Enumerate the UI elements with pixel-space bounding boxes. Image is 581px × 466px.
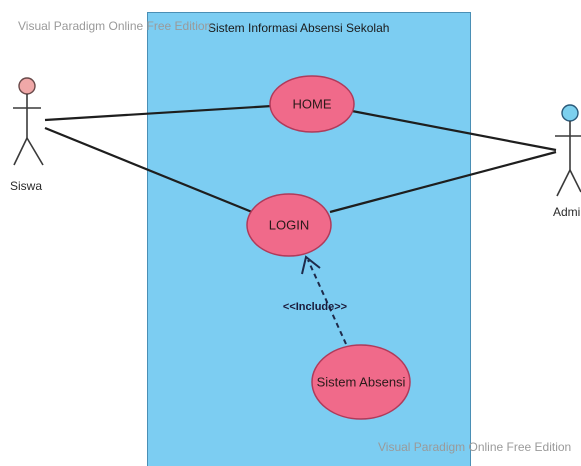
association-siswa-home — [44, 104, 273, 122]
use-case-home[interactable]: HOME — [269, 75, 355, 133]
watermark-bottom: Visual Paradigm Online Free Edition — [378, 440, 572, 454]
use-case-absensi-shape — [311, 344, 411, 420]
actor-siswa-label: Siswa — [10, 179, 43, 193]
actor-admin-leg-right — [569, 169, 581, 193]
actor-siswa[interactable] — [13, 77, 44, 166]
watermark-top: Visual Paradigm Online Free Edition — [18, 19, 212, 33]
actor-admin-label: Admi — [553, 205, 581, 219]
use-case-login-label: LOGIN — [269, 217, 309, 232]
use-case-absensi-label: Sistem Absensi — [317, 374, 406, 389]
association-login-admin — [329, 150, 557, 214]
include-arrowhead — [301, 255, 321, 275]
actor-siswa-leg-right — [26, 137, 44, 166]
system-title: Sistem Informasi Absensi Sekolah — [208, 21, 390, 35]
use-case-login[interactable]: LOGIN — [246, 193, 332, 257]
association-home-admin — [351, 109, 557, 152]
use-case-home-label: HOME — [293, 96, 332, 111]
use-case-home-shape — [269, 75, 355, 133]
actor-siswa-head — [18, 77, 36, 95]
use-case-login-shape — [246, 193, 332, 257]
actor-admin-head — [561, 104, 579, 122]
actor-admin[interactable] — [555, 104, 581, 197]
association-siswa-login — [44, 126, 253, 214]
include-label: <<Include>> — [283, 301, 347, 313]
use-case-sistem-absensi[interactable]: Sistem Absensi — [311, 344, 411, 420]
actor-admin-leg-left — [556, 169, 571, 197]
actor-siswa-leg-left — [13, 137, 28, 166]
include-dependency — [307, 259, 347, 345]
